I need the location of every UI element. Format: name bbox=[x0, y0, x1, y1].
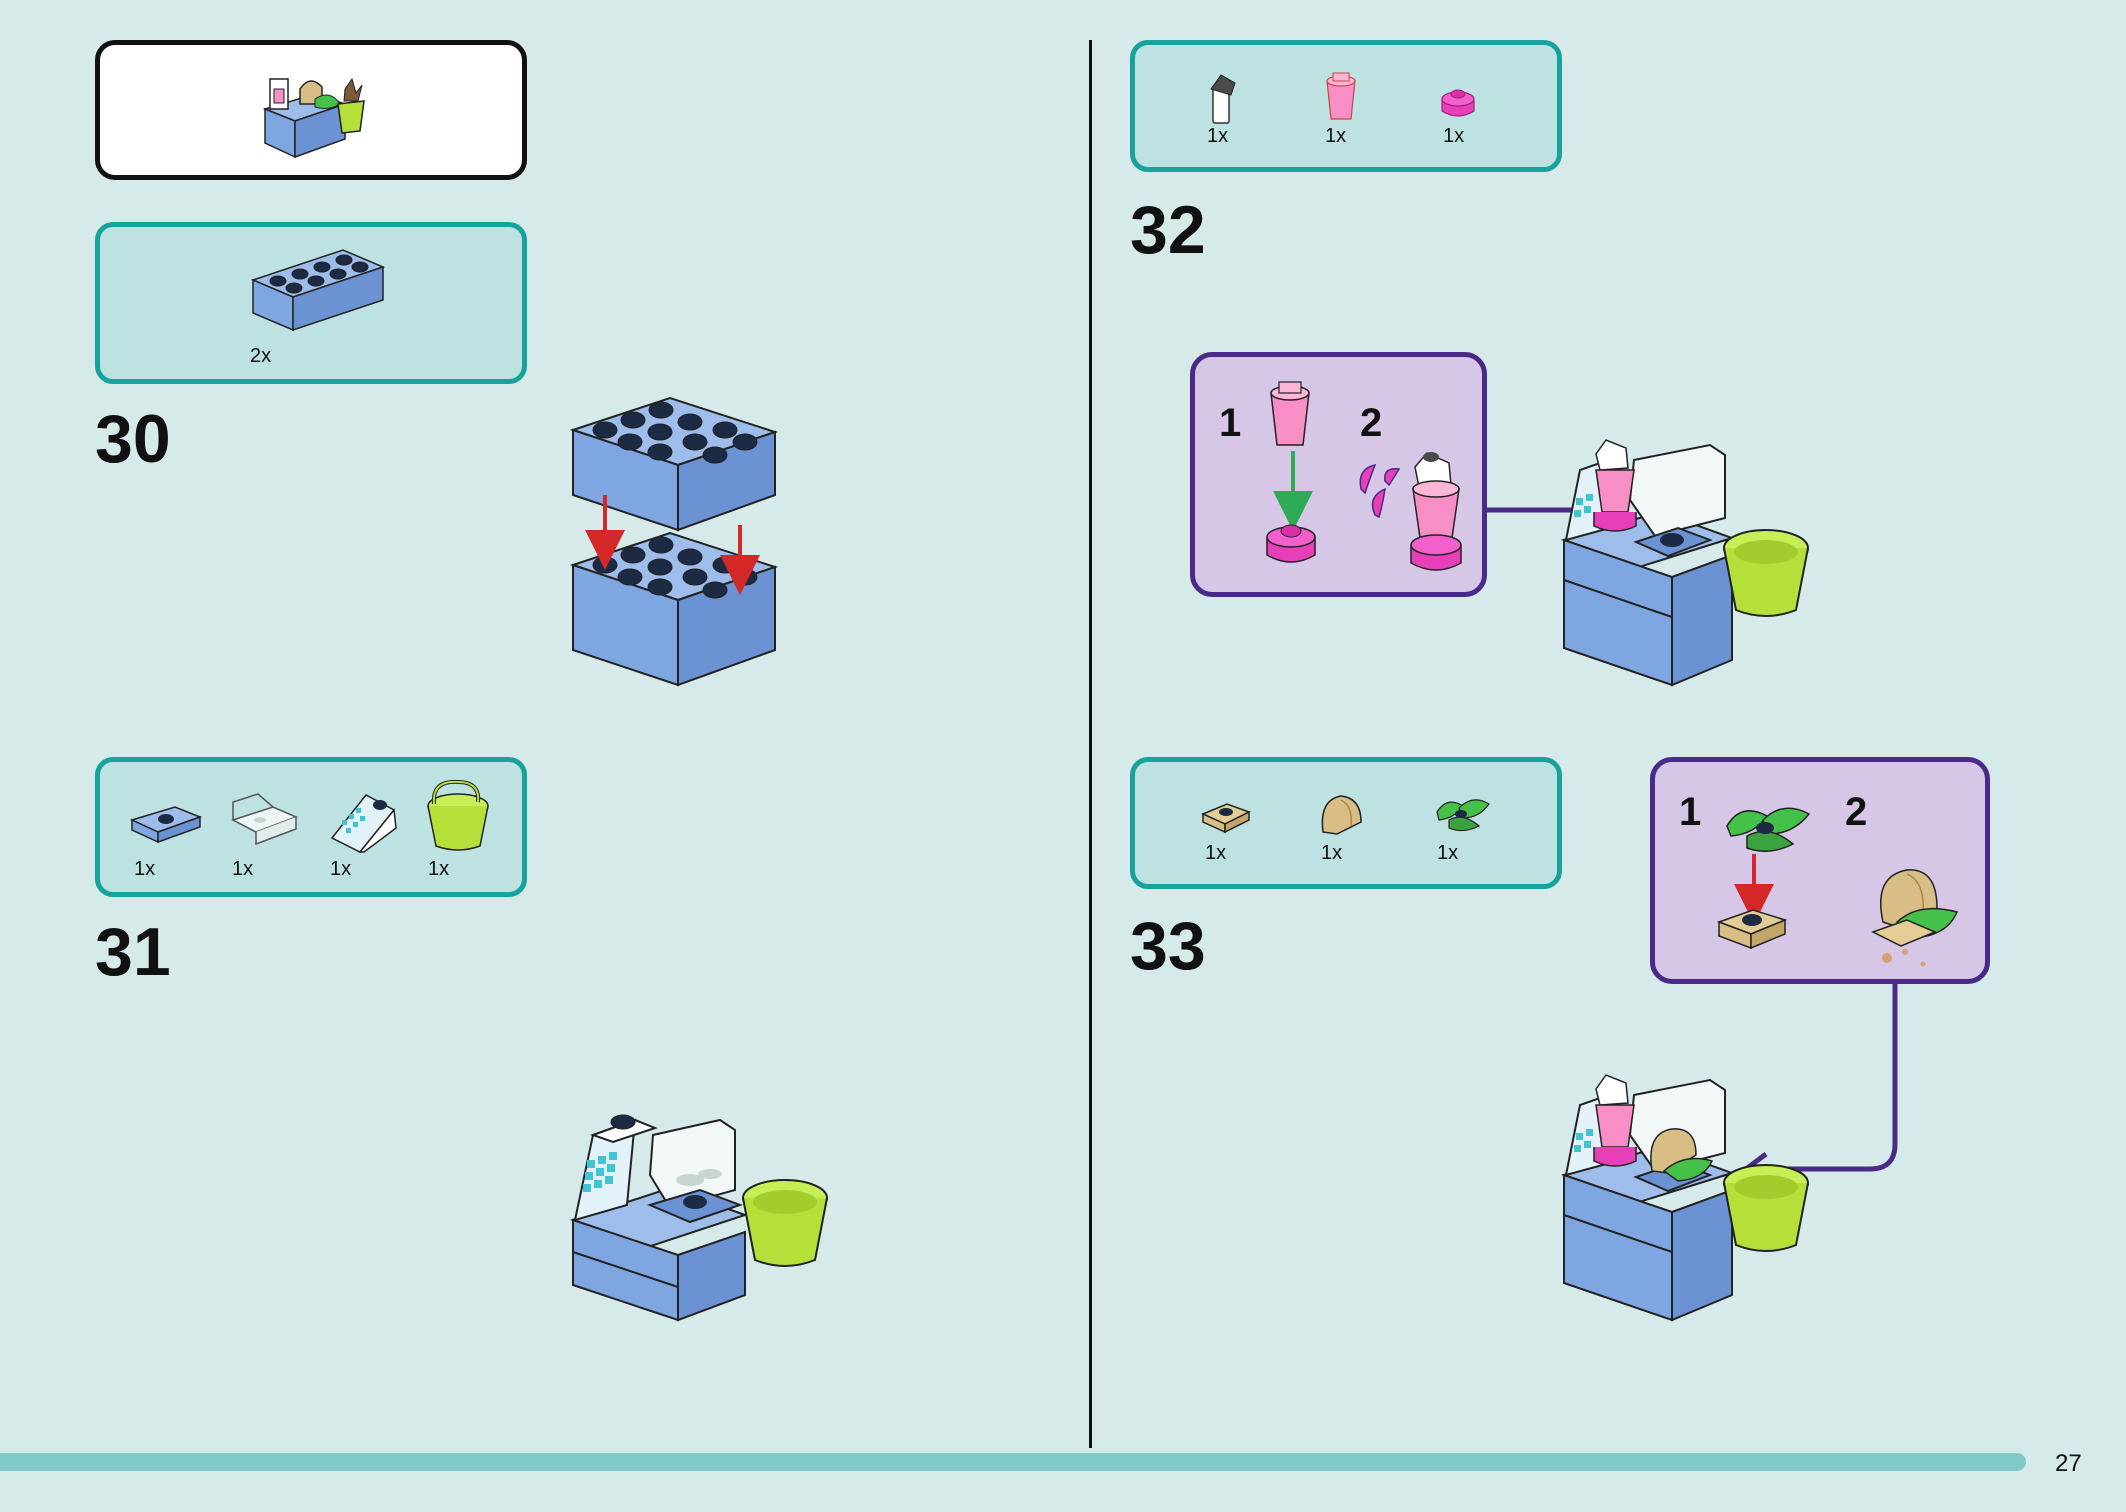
lime-bucket-icon bbox=[427, 779, 489, 851]
page-number: 27 bbox=[2055, 1450, 2082, 1477]
part-qty: 1x bbox=[1205, 842, 1227, 864]
step-31-build-illustration bbox=[569, 1114, 828, 1322]
footer-bar bbox=[0, 1453, 2026, 1471]
magenta-base-icon bbox=[1266, 524, 1316, 563]
magenta-base-icon bbox=[1441, 89, 1475, 117]
blue-brick-2x4-icon bbox=[250, 249, 386, 332]
part-qty: 1x bbox=[1443, 125, 1465, 147]
step-number: 30 bbox=[95, 401, 171, 477]
display-case-icon bbox=[231, 793, 298, 846]
tan-plate-icon bbox=[1201, 803, 1251, 834]
sandwich-icon bbox=[1871, 869, 1959, 967]
assembly-arrow-red bbox=[1734, 854, 1774, 924]
tan-plate-icon bbox=[1716, 909, 1788, 950]
step-number: 31 bbox=[95, 914, 171, 990]
part-qty: 1x bbox=[232, 858, 254, 880]
page-divider bbox=[1089, 40, 1092, 1448]
overview-model-icon bbox=[262, 77, 365, 159]
green-leaves-icon bbox=[1726, 807, 1811, 852]
splash-icon bbox=[1359, 463, 1401, 519]
substep-number: 2 bbox=[1360, 401, 1383, 445]
step-number: 33 bbox=[1130, 908, 1206, 984]
part-qty: 1x bbox=[1321, 842, 1343, 864]
overview-box bbox=[95, 40, 527, 180]
step-32-substep-box: 1 2 bbox=[1190, 352, 1487, 597]
part-qty: 2x bbox=[250, 345, 272, 367]
step-33-parts-panel: 1x 1x 1x bbox=[1130, 757, 1562, 889]
cash-register-slope-icon bbox=[330, 794, 397, 853]
part-qty: 1x bbox=[428, 858, 450, 880]
assembly-arrow-green bbox=[1273, 451, 1313, 531]
step-32-parts-panel: 1x 1x 1x bbox=[1130, 40, 1562, 172]
step-number: 32 bbox=[1130, 192, 1206, 268]
step-32-build-illustration bbox=[1560, 439, 1809, 687]
blender-lid-icon bbox=[1210, 74, 1236, 124]
part-qty: 1x bbox=[1325, 125, 1347, 147]
blue-plate-icon bbox=[129, 806, 203, 844]
part-qty: 1x bbox=[1437, 842, 1459, 864]
step-33-build-illustration bbox=[1560, 1074, 1809, 1322]
step-30-parts-panel: 2x bbox=[95, 222, 527, 384]
pink-cup-icon bbox=[1326, 72, 1356, 120]
tan-bread-icon bbox=[1321, 795, 1362, 835]
assembled-blender-icon bbox=[1410, 452, 1462, 571]
step-30-build-illustration bbox=[569, 396, 779, 687]
step-33-substep-box: 1 2 bbox=[1650, 757, 1990, 984]
substep-number: 1 bbox=[1219, 401, 1242, 445]
pink-cup-icon bbox=[1270, 381, 1310, 446]
part-qty: 1x bbox=[134, 858, 156, 880]
part-qty: 1x bbox=[1207, 125, 1229, 147]
green-leaves-icon bbox=[1436, 799, 1490, 832]
substep-number: 2 bbox=[1845, 790, 1868, 834]
part-qty: 1x bbox=[330, 858, 352, 880]
substep-number: 1 bbox=[1679, 790, 1702, 834]
step-31-parts-panel: 1x 1x 1x 1x bbox=[95, 757, 527, 897]
